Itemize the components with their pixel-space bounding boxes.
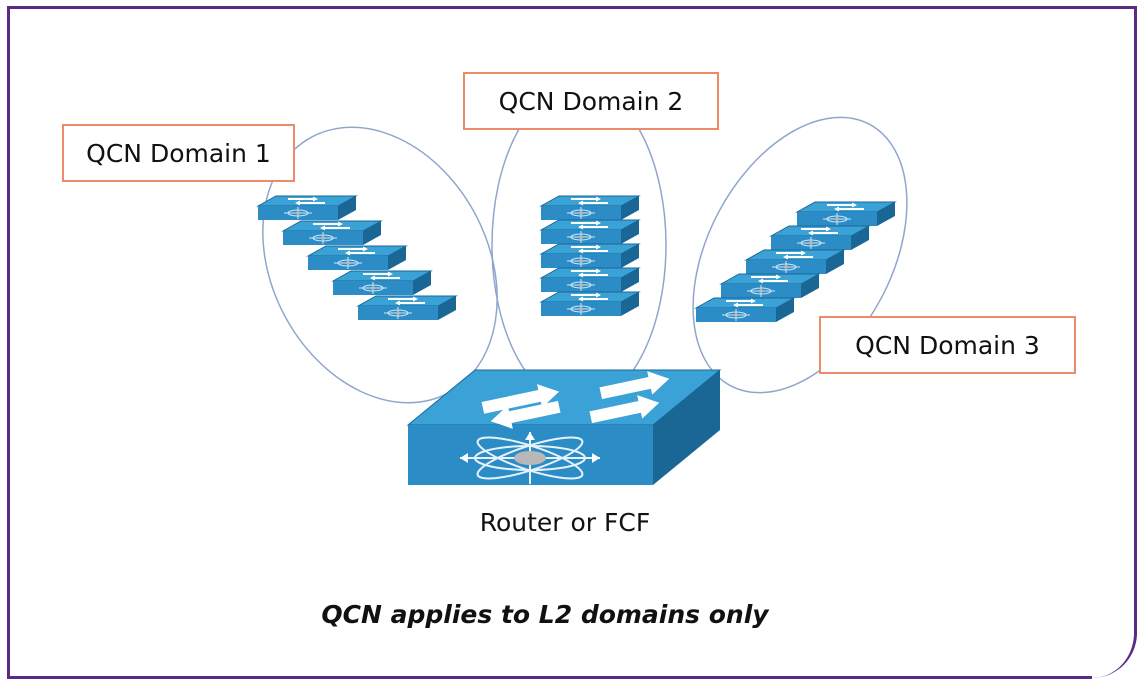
domain-1-label: QCN Domain 1: [62, 124, 295, 182]
slide-frame-bottom: [7, 676, 1092, 679]
domain-3-switches: [695, 201, 896, 323]
domain-3-ellipse: [692, 116, 908, 394]
footnote-text: QCN applies to L2 domains only: [321, 600, 769, 629]
domain-1-switches: [257, 195, 457, 321]
domain-3-label: QCN Domain 3: [819, 316, 1076, 374]
domain-2-switches: [540, 195, 640, 317]
domain-2-label: QCN Domain 2: [463, 72, 719, 130]
slide-frame: [7, 6, 1137, 678]
router-icon: [406, 369, 722, 485]
router-label: Router or FCF: [479, 508, 651, 537]
